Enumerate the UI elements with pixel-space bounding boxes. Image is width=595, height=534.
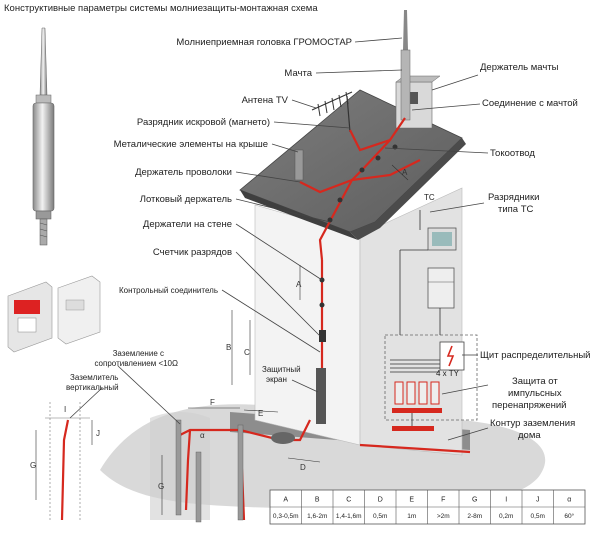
- dim-c: C: [244, 348, 250, 357]
- label-screen-2: экран: [266, 375, 287, 384]
- parameter-table-cell: 1m: [407, 513, 416, 520]
- parameter-table-header: I: [505, 497, 507, 504]
- electrical-equipment: [384, 210, 478, 431]
- parameter-table-cell: 0,2m: [499, 513, 513, 520]
- parameter-table-cell: 2-8m: [467, 513, 482, 520]
- label-down-conductor: Токоотвод: [490, 148, 535, 159]
- label-grounding-2: сопротивлением <10Ω: [94, 359, 178, 368]
- parameter-table-header: F: [441, 497, 445, 504]
- parameter-table-header: C: [346, 497, 351, 504]
- parameter-table-header: B: [315, 497, 320, 504]
- diagram-title: Конструктивные параметры системы молниез…: [4, 3, 318, 14]
- label-mast-connection: Соединение с мачтой: [482, 98, 578, 109]
- ground-electrodes: [175, 419, 244, 523]
- label-spark-gap: Разрядник искровой (магнето): [137, 117, 270, 128]
- dim-d: D: [300, 463, 306, 472]
- label-vertical-1: Заземлитель: [70, 373, 118, 382]
- dim-g-detail: G: [30, 461, 36, 470]
- dim-alpha: α: [200, 431, 205, 440]
- dim-a-wall: A: [296, 280, 302, 289]
- parameter-table: A 0,3-0,5m B 1,6-2m C 1,4-1,6m D 0,5m E 1m F >2m G 2-…: [269, 489, 586, 525]
- label-contour-1: Контур заземления: [490, 418, 575, 429]
- dim-g-field: G: [158, 482, 164, 491]
- label-mast: Мачта: [284, 68, 312, 79]
- dim-j: J: [96, 429, 100, 438]
- label-antenna: Антена TV: [242, 95, 289, 106]
- label-counter: Счетчик разрядов: [153, 247, 232, 258]
- label-surge-2: импульсных: [508, 388, 562, 399]
- label-surge-3: перенапряжений: [492, 400, 567, 411]
- label-mast-holder: Держатель мачты: [480, 62, 559, 73]
- parameter-table-cell: >2m: [437, 513, 450, 520]
- parameter-table-cell: 0,5m: [373, 513, 387, 520]
- house-building: [239, 75, 466, 456]
- parameter-table-cell: 0,3-0,5m: [273, 513, 299, 520]
- label-vertical-2: вертикальный: [66, 383, 119, 392]
- label-surge-tc-2: типа ТС: [498, 204, 534, 215]
- label-tray-holder: Лотковый держатель: [140, 194, 232, 205]
- parameter-table-cell: 1,4-1,6m: [336, 513, 362, 520]
- leader-lines: [69, 37, 489, 441]
- dimension-markers: A A B C D E F G G I J α: [30, 164, 409, 515]
- discharge-counter-devices-image: [7, 275, 101, 353]
- tv-antenna: [311, 91, 353, 133]
- parameter-table-header: A: [283, 497, 288, 504]
- parameter-table-header: G: [472, 497, 477, 504]
- dim-a-roof: A: [402, 168, 408, 177]
- mast: [400, 10, 411, 121]
- dim-f: F: [210, 398, 215, 407]
- label-tc: TC: [424, 193, 435, 202]
- parameter-table-header: α: [567, 497, 571, 504]
- label-wall-holders: Держатели на стене: [143, 219, 232, 230]
- parameter-table-header: D: [378, 497, 383, 504]
- label-head: Молниеприемная головка ГРОМОСТАР: [176, 37, 352, 48]
- protective-screen: [316, 368, 326, 424]
- label-metal-elements: Металические элементы на крыше: [114, 139, 268, 150]
- lightning-rod-head-image: [32, 27, 55, 246]
- label-surge-tc-1: Разрядники: [488, 192, 539, 203]
- parameter-table-header: E: [409, 497, 414, 504]
- parameter-table-cell: 0,5m: [531, 513, 545, 520]
- label-panel: Щит распределительный: [480, 350, 590, 361]
- wire-holders: [319, 144, 398, 342]
- inspection-well: [271, 432, 295, 444]
- dim-b: B: [226, 343, 231, 352]
- parameter-table-header: J: [536, 497, 540, 504]
- parameter-table-cell: 60°: [564, 512, 574, 520]
- label-grounding-1: Заземление с: [113, 349, 164, 358]
- label-surge-ty: 4 x TY: [436, 369, 460, 378]
- label-surge-1: Защита от: [512, 376, 558, 387]
- label-wire-holder: Держатель проволоки: [135, 167, 232, 178]
- label-screen-1: Защитный: [262, 365, 301, 374]
- label-control-joint: Контрольный соединитель: [119, 286, 218, 295]
- dim-i: I: [64, 405, 66, 414]
- label-contour-2: дома: [518, 430, 541, 441]
- dim-e: E: [258, 409, 263, 418]
- parameter-table-cell: 1,6-2m: [307, 513, 327, 520]
- callout-labels: Молниеприемная головка ГРОМОСТАР Мачта Д…: [66, 37, 590, 441]
- vertical-electrode-detail: [45, 402, 90, 520]
